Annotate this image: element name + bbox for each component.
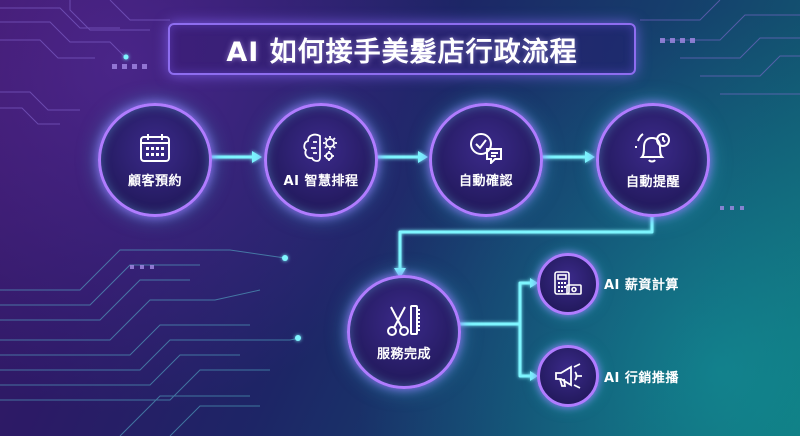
calendar-icon	[138, 132, 172, 164]
bell-clock-icon	[634, 131, 672, 165]
step-label: 自動確認	[458, 173, 513, 189]
branch-label: AI 薪資計算	[604, 278, 679, 293]
step-label: 服務完成	[376, 346, 431, 362]
arrow-4-5	[398, 212, 654, 270]
step-service-complete: 服務完成	[347, 275, 461, 389]
branch-label: AI 行銷推播	[604, 371, 679, 386]
arrow-5-6	[453, 281, 532, 326]
step-auto-reminder: 自動提醒	[596, 103, 710, 217]
chat-check-icon	[467, 132, 505, 164]
page-title: AI 如何接手美髮店行政流程	[226, 36, 578, 68]
brain-gear-icon	[301, 132, 341, 164]
step-auto-confirm: 自動確認	[429, 103, 543, 217]
arrow-5-7	[518, 322, 532, 378]
megaphone-icon	[553, 363, 583, 389]
step-label: AI 智慧排程	[283, 173, 359, 189]
step-customer-booking: 顧客預約	[98, 103, 212, 217]
scissors-comb-icon	[385, 303, 423, 337]
step-label: 顧客預約	[127, 173, 182, 189]
branch-ai-payroll	[537, 253, 599, 315]
step-ai-scheduling: AI 智慧排程	[264, 103, 378, 217]
step-label: 自動提醒	[625, 174, 680, 190]
branch-ai-marketing	[537, 345, 599, 407]
title-banner: AI 如何接手美髮店行政流程	[168, 23, 636, 75]
calculator-cash-icon	[553, 270, 583, 298]
